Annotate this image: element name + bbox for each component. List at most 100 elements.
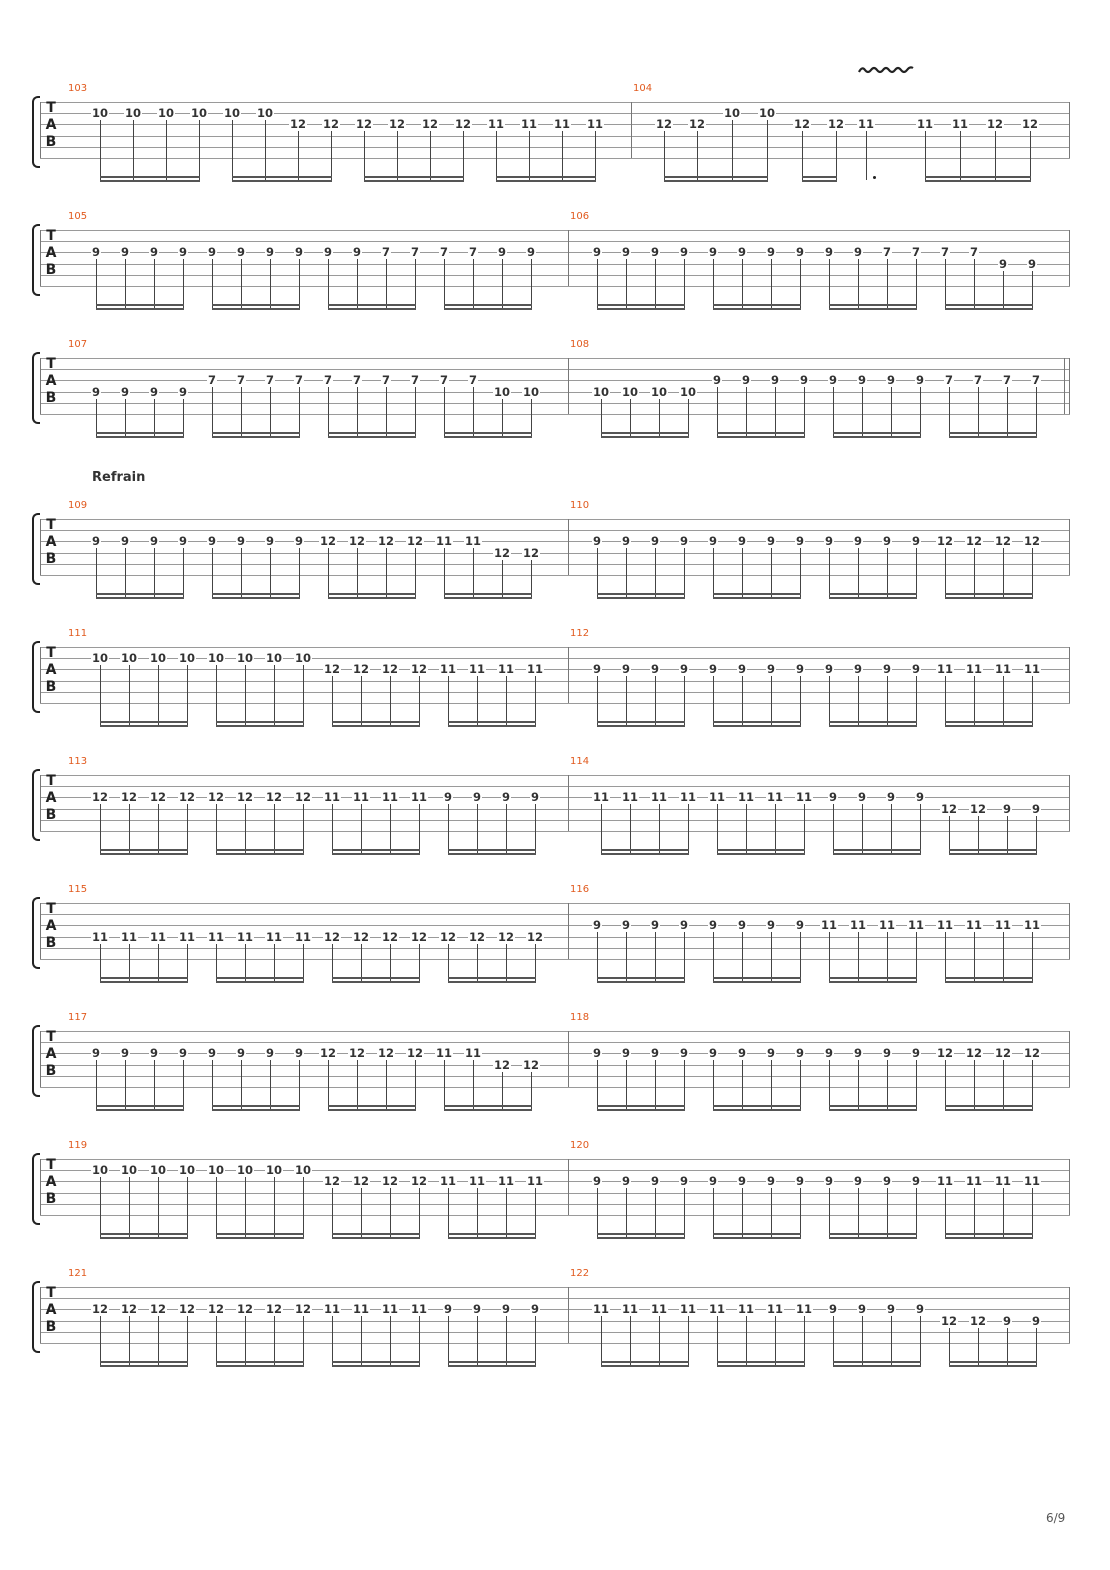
fret-number: 11 [678, 790, 698, 805]
staff-line [40, 647, 1070, 648]
staff-line [40, 552, 1070, 554]
fret-number: 10 [235, 651, 255, 666]
fret-number: 11 [736, 790, 756, 805]
note-stem [245, 804, 246, 853]
measure-number: 117 [68, 1012, 88, 1023]
note-stem [887, 932, 888, 981]
tab-clef-letter: A [45, 917, 57, 934]
note-stem [303, 804, 304, 853]
note-stem [212, 387, 213, 436]
staff-line [40, 1192, 1070, 1194]
staff-line [40, 274, 1070, 276]
note-stem [688, 804, 689, 853]
note-beam [597, 1237, 685, 1239]
note-beam [216, 849, 304, 851]
fret-number: 11 [525, 1174, 545, 1189]
fret-number: 12 [993, 534, 1013, 549]
fret-number: 9 [881, 1174, 893, 1189]
measure-number: 122 [570, 1268, 590, 1279]
barline-start [40, 903, 41, 959]
note-stem [858, 676, 859, 725]
note-beam [829, 304, 917, 306]
fret-number: 7 [206, 373, 218, 388]
fret-number: 9 [529, 1302, 541, 1317]
note-stem [800, 1188, 801, 1237]
note-stem [477, 943, 478, 981]
fret-number: 12 [409, 662, 429, 677]
note-stem [858, 1060, 859, 1109]
note-stem [978, 1327, 979, 1365]
note-stem [713, 676, 714, 725]
fret-number: 12 [235, 790, 255, 805]
note-stem [535, 1188, 536, 1237]
tab-clef-letter: T [46, 773, 56, 789]
fret-number: 9 [620, 245, 632, 260]
fret-number: 9 [525, 245, 537, 260]
note-stem [732, 120, 733, 180]
fret-number: 12 [654, 117, 674, 132]
note-stem [974, 932, 975, 981]
note-beam [829, 597, 917, 599]
fret-number: 9 [442, 1302, 454, 1317]
note-beam [597, 1105, 685, 1107]
note-stem [241, 548, 242, 597]
note-beam [96, 436, 184, 438]
fret-number: 11 [848, 918, 868, 933]
tab-clef-letter: A [45, 1301, 57, 1318]
note-stem [477, 1316, 478, 1365]
staff-line [40, 252, 1070, 254]
note-stem [419, 676, 420, 725]
fret-number: 12 [148, 1302, 168, 1317]
tab-clef-letter: B [45, 1062, 57, 1079]
fret-number: 9 [856, 1302, 868, 1317]
fret-number: 9 [678, 918, 690, 933]
fret-number: 12 [322, 662, 342, 677]
fret-number: 7 [380, 373, 392, 388]
note-stem [916, 1188, 917, 1237]
note-stem [601, 1316, 602, 1365]
note-stem [887, 676, 888, 725]
note-stem [1030, 131, 1031, 180]
fret-number: 9 [500, 790, 512, 805]
fret-number: 9 [649, 245, 661, 260]
fret-number: 9 [90, 384, 102, 399]
note-beam [664, 180, 768, 182]
note-stem [303, 1316, 304, 1365]
fret-number: 10 [264, 651, 284, 666]
fret-number: 11 [351, 790, 371, 805]
fret-number: 10 [722, 106, 742, 121]
fret-number: 12 [935, 534, 955, 549]
note-beam [713, 1109, 801, 1111]
barline-end [1069, 519, 1070, 575]
fret-number: 12 [453, 117, 473, 132]
fret-number: 9 [148, 384, 160, 399]
note-stem [804, 804, 805, 853]
staff-line [40, 1343, 1070, 1344]
note-stem [357, 259, 358, 308]
fret-number: 9 [765, 245, 777, 260]
fret-number: 9 [914, 790, 926, 805]
barline-start [40, 519, 41, 575]
note-beam [96, 593, 184, 595]
note-beam [949, 853, 1037, 855]
fret-number: 7 [943, 373, 955, 388]
fret-number: 9 [119, 245, 131, 260]
note-beam [949, 1365, 1037, 1367]
note-stem [133, 120, 134, 180]
note-beam [925, 180, 1031, 182]
note-stem [361, 1188, 362, 1237]
note-beam [833, 853, 921, 855]
staff-line [40, 914, 1070, 916]
fret-number: 9 [769, 373, 781, 388]
note-stem [974, 1060, 975, 1109]
staff-line [40, 1064, 1070, 1066]
fret-number: 9 [620, 1174, 632, 1189]
note-stem [158, 804, 159, 853]
fret-number: 12 [351, 929, 371, 944]
note-stem [274, 665, 275, 725]
barline-start [40, 647, 41, 703]
note-beam [949, 436, 1037, 438]
fret-number: 12 [119, 790, 139, 805]
note-stem [125, 259, 126, 308]
